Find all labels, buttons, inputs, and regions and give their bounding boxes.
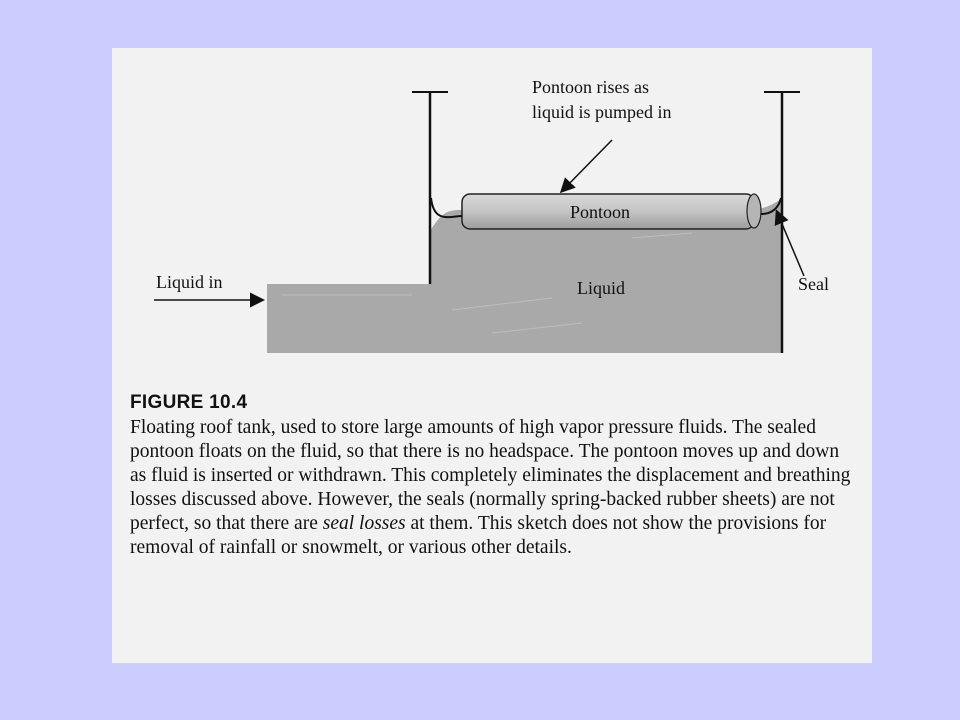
figure-caption: FIGURE 10.4 Floating roof tank, used to … (130, 392, 860, 560)
caption-text: Floating roof tank, used to store large … (130, 416, 860, 560)
caption-emphasis: seal losses (322, 513, 406, 534)
pontoon-rises-arrow (559, 139, 613, 194)
label-seal: Seal (798, 274, 829, 294)
label-liquid-in: Liquid in (156, 272, 223, 292)
seal-right (760, 197, 782, 215)
liquid-body (267, 198, 782, 353)
seal-arrow (774, 209, 805, 277)
textbook-page: Pontoon rises as liquid is pumped in Pon… (112, 48, 872, 663)
label-pontoon: Pontoon (570, 202, 630, 222)
label-pontoon-rises-line2: liquid is pumped in (532, 102, 672, 122)
figure-number: FIGURE 10.4 (130, 392, 248, 413)
caption-text-part1: Floating roof tank, used to store large … (130, 417, 851, 534)
caption-text-part2: at them. This sketch does not show the p… (130, 513, 827, 558)
label-liquid: Liquid (577, 278, 625, 298)
seal-left (430, 197, 463, 219)
floating-roof-tank-figure: Pontoon rises as liquid is pumped in Pon… (112, 48, 872, 388)
label-pontoon-rises-line1: Pontoon rises as (532, 77, 649, 97)
